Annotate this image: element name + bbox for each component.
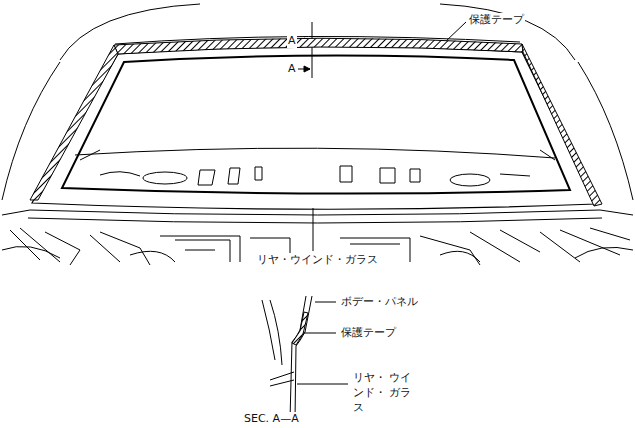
section-marker: A	[287, 62, 297, 76]
part-name: リヤ・ ウインド・ ガラス	[352, 370, 416, 415]
part-name: リヤ・ウインド・ガラス	[256, 253, 379, 267]
section-marker: A	[287, 34, 297, 48]
section-caption: SEC. A—A	[243, 412, 300, 426]
part-name: ボデー・パネル	[340, 295, 419, 309]
part-name: 保護テープ	[468, 13, 525, 27]
part-name: 保護テープ	[340, 326, 397, 340]
